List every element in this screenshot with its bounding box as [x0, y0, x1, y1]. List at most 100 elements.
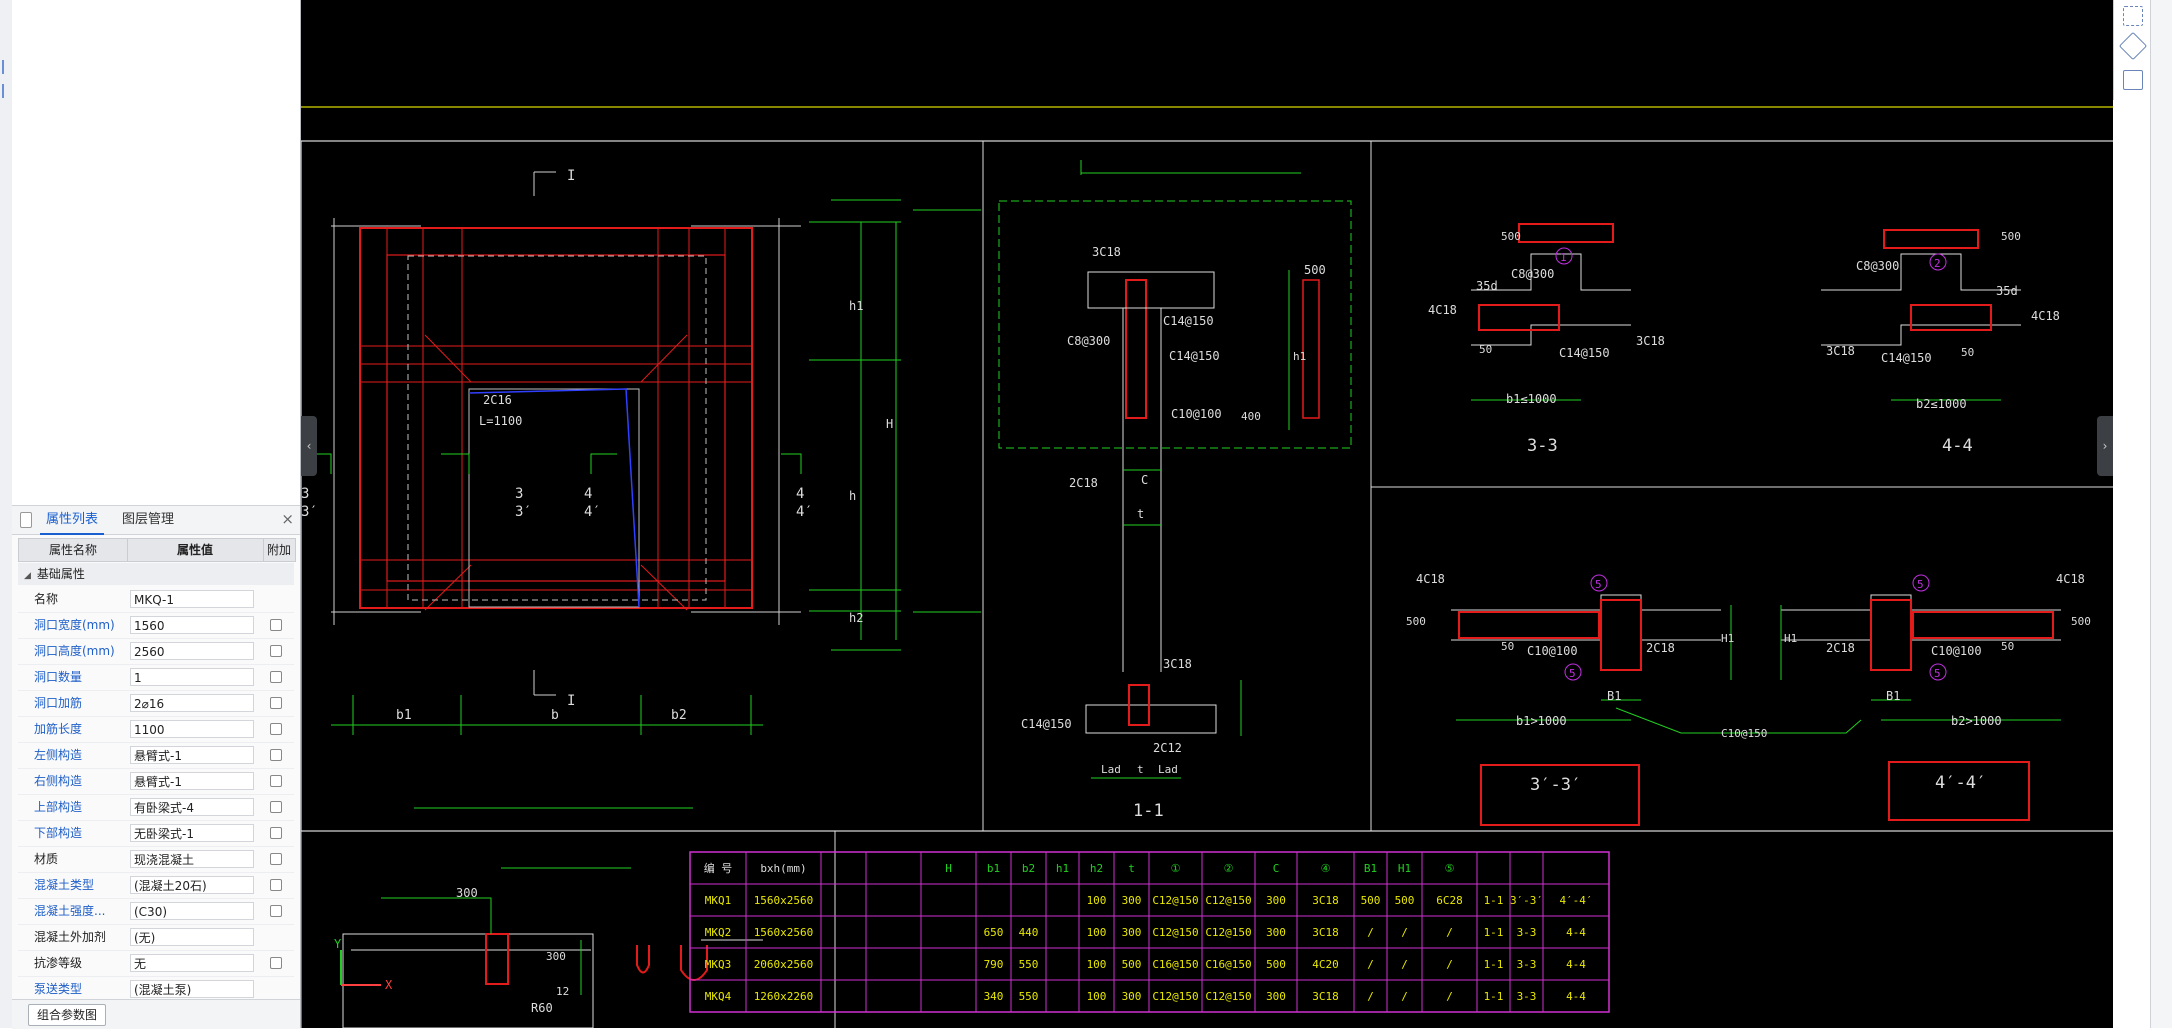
- property-row[interactable]: 右侧构造悬臂式-1: [18, 769, 294, 795]
- panel-top-area: [12, 0, 300, 506]
- property-attach-checkbox[interactable]: [270, 749, 282, 761]
- property-value[interactable]: 1: [130, 668, 254, 686]
- svg-text:4: 4: [796, 486, 804, 502]
- cad-drawing: I I 2C16 L=1100 b1 b b2 h1 H h h2 3 3′ 4…: [301, 106, 2113, 1028]
- collapse-left-handle[interactable]: ‹: [301, 416, 317, 476]
- property-attach-checkbox[interactable]: [270, 645, 282, 657]
- svg-text:C14@150: C14@150: [1559, 346, 1610, 360]
- property-value[interactable]: (无): [130, 928, 254, 946]
- property-attach-checkbox[interactable]: [270, 827, 282, 839]
- svg-text:C10@100: C10@100: [1931, 644, 1982, 658]
- svg-text:4C18: 4C18: [1416, 572, 1445, 586]
- section-3p-3p: 4C18 C10@100 2C18 H1 B1 b1>1000 500 50 5…: [1406, 572, 1734, 826]
- table-cell: 3C18: [1312, 894, 1339, 907]
- collapse-right-handle[interactable]: ›: [2097, 416, 2113, 476]
- layer-list-icon[interactable]: [2123, 70, 2143, 90]
- group-basic-properties[interactable]: ◢基础属性: [18, 563, 294, 585]
- property-row[interactable]: 下部构造无卧梁式-1: [18, 821, 294, 847]
- property-value[interactable]: 悬臂式-1: [130, 772, 254, 790]
- section-3-3: 4C18 35d C8@300 3C18 C14@150 50 500 b1≤1…: [1428, 223, 1665, 456]
- property-value[interactable]: (C30): [130, 902, 254, 920]
- svg-text:1: 1: [1560, 251, 1567, 264]
- fullscreen-icon[interactable]: [2123, 6, 2143, 26]
- cad-canvas[interactable]: ‹ ›: [301, 0, 2113, 1028]
- property-attach-checkbox[interactable]: [270, 801, 282, 813]
- table-cell: 790: [984, 958, 1004, 971]
- table-cell: C12@150: [1152, 926, 1198, 939]
- property-value[interactable]: 1560: [130, 616, 254, 634]
- property-row[interactable]: 材质现浇混凝土: [18, 847, 294, 873]
- section-marker: I: [567, 693, 575, 709]
- property-attach-checkbox[interactable]: [270, 879, 282, 891]
- table-cell: 300: [1266, 926, 1286, 939]
- property-row[interactable]: 混凝土强度...(C30): [18, 899, 294, 925]
- axis-x-label: X: [385, 978, 393, 992]
- collapse-icon[interactable]: ◢: [24, 571, 31, 581]
- property-attach-checkbox[interactable]: [270, 905, 282, 917]
- property-value[interactable]: MKQ-1: [130, 590, 254, 608]
- table-cell: h1: [1056, 862, 1069, 875]
- property-row[interactable]: 混凝土类型(混凝土20石): [18, 873, 294, 899]
- svg-text:C10@150: C10@150: [1721, 727, 1767, 740]
- table-cell: 100: [1087, 894, 1107, 907]
- property-value[interactable]: 2560: [130, 642, 254, 660]
- property-attach-checkbox[interactable]: [270, 775, 282, 787]
- svg-text:h1: h1: [1293, 350, 1306, 363]
- property-value[interactable]: 1100: [130, 720, 254, 738]
- table-cell: MKQ1: [705, 894, 732, 907]
- property-attach-checkbox[interactable]: [270, 723, 282, 735]
- table-cell: 650: [984, 926, 1004, 939]
- property-value[interactable]: 无: [130, 954, 254, 972]
- table-cell: 100: [1087, 926, 1107, 939]
- svg-text:C14@150: C14@150: [1163, 314, 1214, 328]
- table-cell: C12@150: [1205, 990, 1251, 1003]
- property-row[interactable]: 洞口宽度(mm)1560: [18, 613, 294, 639]
- table-cell: 4′-4′: [1559, 894, 1592, 907]
- property-value[interactable]: 无卧梁式-1: [130, 824, 254, 842]
- property-value[interactable]: 悬臂式-1: [130, 746, 254, 764]
- property-row[interactable]: 混凝土外加剂(无): [18, 925, 294, 951]
- svg-text:3: 3: [301, 486, 309, 502]
- table-cell: H1: [1398, 862, 1411, 875]
- property-row[interactable]: 抗渗等级无: [18, 951, 294, 977]
- svg-text:H1: H1: [1721, 632, 1734, 645]
- property-value[interactable]: 有卧梁式-4: [130, 798, 254, 816]
- property-attach-checkbox[interactable]: [270, 957, 282, 969]
- property-row[interactable]: 左侧构造悬臂式-1: [18, 743, 294, 769]
- table-cell: 300: [1266, 990, 1286, 1003]
- close-icon[interactable]: ×: [281, 510, 294, 528]
- svg-text:2C18: 2C18: [1826, 641, 1855, 655]
- view-cube-icon[interactable]: [2118, 31, 2148, 61]
- svg-text:2C18: 2C18: [1646, 641, 1675, 655]
- svg-text:4C18: 4C18: [2056, 572, 2085, 586]
- combo-params-button[interactable]: 组合参数图: [28, 1004, 107, 1026]
- property-value[interactable]: (混凝土泵): [130, 980, 254, 998]
- property-row[interactable]: 泵送类型(混凝土泵): [18, 977, 294, 1003]
- property-attach-checkbox[interactable]: [270, 619, 282, 631]
- property-value[interactable]: 2⌀16: [130, 694, 254, 712]
- property-row[interactable]: 上部构造有卧梁式-4: [18, 795, 294, 821]
- property-value[interactable]: (混凝土20石): [130, 876, 254, 894]
- svg-text:300: 300: [546, 950, 566, 963]
- property-row[interactable]: 洞口高度(mm)2560: [18, 639, 294, 665]
- tab-layers[interactable]: 图层管理: [122, 512, 175, 527]
- table-cell: 4C20: [1312, 958, 1339, 971]
- section-title-4p-4p: 4′-4′: [1935, 773, 1986, 793]
- table-cell: 4-4: [1566, 990, 1586, 1003]
- pin-icon[interactable]: [20, 512, 32, 528]
- property-value[interactable]: 现浇混凝土: [130, 850, 254, 868]
- property-attach-checkbox[interactable]: [270, 853, 282, 865]
- property-attach-checkbox[interactable]: [270, 671, 282, 683]
- svg-text:300: 300: [456, 886, 478, 900]
- table-cell: ①: [1171, 862, 1181, 875]
- property-attach-checkbox[interactable]: [270, 697, 282, 709]
- table-cell: b1: [987, 862, 1000, 875]
- tab-properties[interactable]: 属性列表: [40, 506, 105, 535]
- table-cell: 3C18: [1312, 926, 1339, 939]
- svg-text:500: 500: [1304, 263, 1326, 277]
